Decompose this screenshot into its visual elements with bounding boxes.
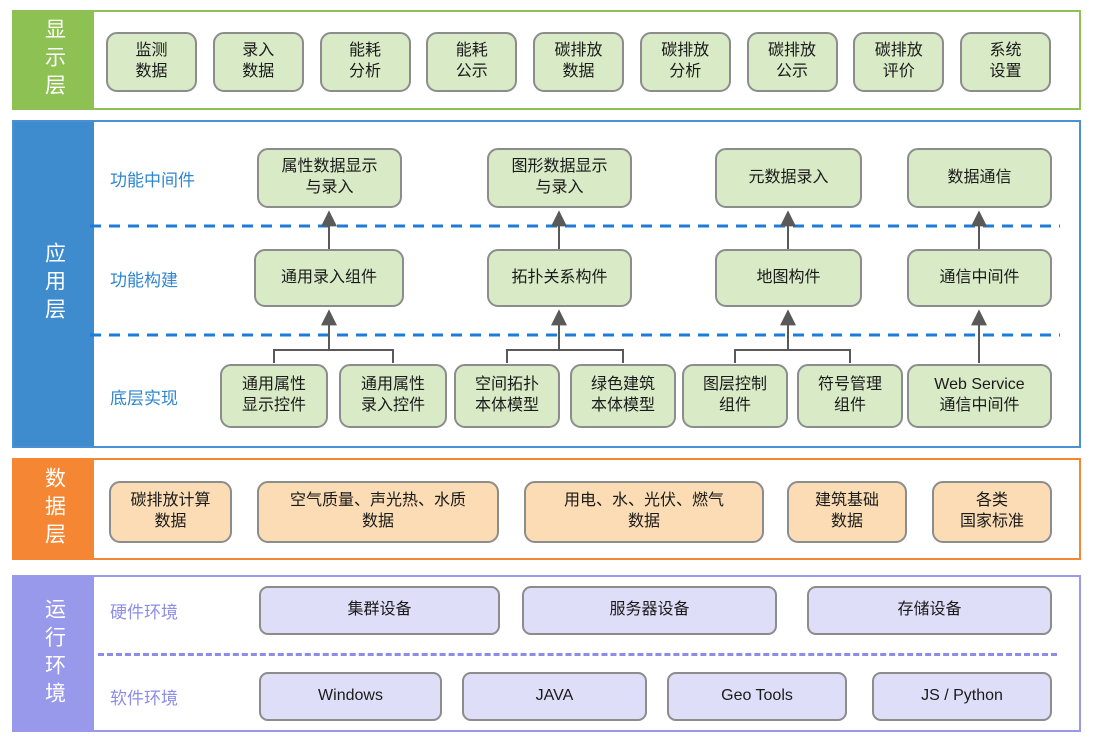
box-carbon-evaluation: 碳排放 评价 — [853, 32, 945, 92]
box-carbon-publicity: 碳排放 公示 — [746, 32, 838, 92]
box-layer-control-component: 图层控制 组件 — [682, 364, 788, 428]
runtime-layer-title: 运行环境 — [42, 597, 66, 710]
box-storage-device: 存储设备 — [807, 586, 1052, 635]
box-spatial-topology-ontology: 空间拓扑 本体模型 — [454, 364, 560, 428]
display-layer-title: 显示层 — [42, 18, 66, 102]
box-carbon-data: 碳排放 数据 — [533, 32, 624, 92]
box-topology-relation-component: 拓扑关系构件 — [487, 249, 632, 307]
application-layer-title: 应用层 — [42, 242, 66, 326]
application-layer: 应用层 功能中间件 属性数据显示 与录入 图形数据显示 与录入 元数据录入 数据… — [12, 120, 1081, 448]
box-java: JAVA — [462, 672, 647, 721]
box-web-service-middleware: Web Service 通信中间件 — [907, 364, 1052, 428]
box-data-communication: 数据通信 — [907, 148, 1052, 208]
box-attr-data-display-input: 属性数据显示 与录入 — [257, 148, 402, 208]
box-cluster-device: 集群设备 — [259, 586, 500, 635]
label-hardware-env: 硬件环境 — [110, 603, 178, 622]
connector-arrows — [90, 210, 1060, 363]
runtime-layer: 运行环境 硬件环境 集群设备 服务器设备 存储设备 软件环境 Windows J… — [12, 575, 1081, 732]
runtime-layer-sidebar: 运行环境 — [14, 577, 94, 730]
box-attr-display-control: 通用属性 显示控件 — [220, 364, 328, 428]
data-layer-sidebar: 数据层 — [14, 460, 94, 558]
display-layer: 显示层 监测 数据 录入 数据 能耗 分析 能耗 公示 碳排放 数据 碳排放 分… — [12, 10, 1081, 110]
data-layer-title: 数据层 — [42, 467, 66, 551]
box-carbon-analysis: 碳排放 分析 — [639, 32, 731, 92]
box-building-base-data: 建筑基础 数据 — [787, 481, 907, 543]
label-base-implementation: 底层实现 — [110, 388, 178, 408]
box-symbol-management-component: 符号管理 组件 — [797, 364, 903, 428]
box-windows: Windows — [259, 672, 442, 721]
box-js-python: JS / Python — [872, 672, 1052, 721]
application-layer-sidebar: 应用层 — [14, 122, 94, 446]
box-geo-tools: Geo Tools — [667, 672, 847, 721]
box-server-device: 服务器设备 — [522, 586, 777, 635]
box-graphic-data-display-input: 图形数据显示 与录入 — [487, 148, 632, 208]
data-layer: 数据层 碳排放计算 数据 空气质量、声光热、水质 数据 用电、水、光伏、燃气 数… — [12, 458, 1081, 560]
box-energy-publicity: 能耗 公示 — [426, 32, 518, 92]
box-carbon-calc-data: 碳排放计算 数据 — [109, 481, 232, 543]
box-general-entry-component: 通用录入组件 — [254, 249, 404, 307]
display-box-row: 监测 数据 录入 数据 能耗 分析 能耗 公示 碳排放 数据 碳排放 分析 碳排… — [106, 32, 1051, 92]
runtime-row-divider — [98, 653, 1057, 656]
box-map-component: 地图构件 — [715, 249, 862, 307]
label-function-middleware: 功能中间件 — [110, 170, 195, 190]
box-utility-data: 用电、水、光伏、燃气 数据 — [524, 481, 764, 543]
label-function-build: 功能构建 — [110, 270, 178, 290]
box-metadata-entry: 元数据录入 — [715, 148, 862, 208]
box-national-standards: 各类 国家标准 — [932, 481, 1052, 543]
label-software-env: 软件环境 — [110, 689, 178, 708]
box-system-settings: 系统 设置 — [960, 32, 1051, 92]
box-air-quality-data: 空气质量、声光热、水质 数据 — [257, 481, 499, 543]
box-green-building-ontology: 绿色建筑 本体模型 — [570, 364, 676, 428]
box-input-data: 录入 数据 — [212, 32, 304, 92]
display-layer-sidebar: 显示层 — [14, 12, 94, 108]
box-energy-analysis: 能耗 分析 — [319, 32, 411, 92]
box-attr-entry-control: 通用属性 录入控件 — [339, 364, 447, 428]
box-communication-middleware: 通信中间件 — [907, 249, 1052, 307]
box-monitor-data: 监测 数据 — [106, 32, 197, 92]
